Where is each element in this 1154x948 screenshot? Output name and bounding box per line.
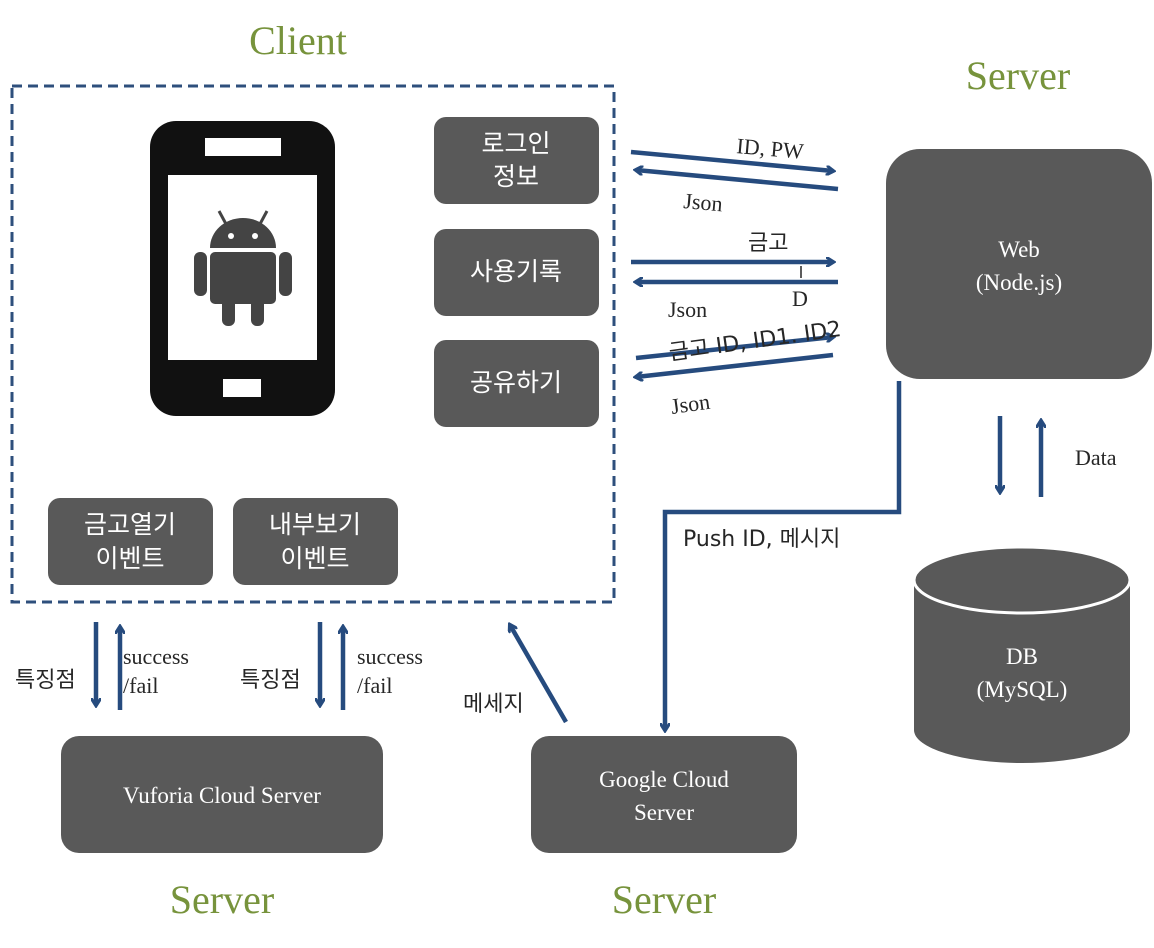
safe-open-label-1: 금고열기: [84, 510, 176, 539]
data-label: Data: [1075, 445, 1117, 470]
web-label-1: Web: [998, 237, 1040, 262]
server-heading-web: Server: [966, 53, 1070, 98]
d-label: D: [792, 286, 808, 311]
inside-view-label-2: 이벤트: [280, 544, 349, 573]
vuforia-server-box: Vuforia Cloud Server: [61, 736, 383, 853]
db-label-1: DB: [1006, 644, 1038, 669]
inside-view-event-button[interactable]: 내부보기 이벤트: [233, 498, 398, 585]
safe-label: 금고: [748, 231, 788, 256]
safe-open-event-button[interactable]: 금고열기 이벤트: [48, 498, 213, 585]
usage-history-button[interactable]: 사용기록: [434, 229, 599, 316]
share-label: 공유하기: [470, 368, 562, 397]
login-info-label-2: 정보: [493, 162, 539, 191]
push-label: Push ID, 메시지: [683, 527, 840, 552]
json-arrow-1: [636, 170, 839, 192]
android-phone-icon: [150, 121, 335, 416]
inside-view-label-1: 내부보기: [269, 510, 361, 539]
client-heading: Client: [249, 18, 347, 63]
client-boundary: [10, 84, 616, 604]
web-server-box: Web (Node.js): [886, 149, 1152, 379]
server-heading-google: Server: [612, 877, 716, 922]
success-label-2a: success: [357, 644, 423, 669]
json-label-3: Json: [669, 389, 711, 419]
google-label-1: Google Cloud: [599, 767, 729, 792]
login-info-button[interactable]: 로그인 정보: [434, 117, 599, 204]
usage-history-label: 사용기록: [470, 257, 562, 286]
json-arrow-3: [636, 352, 834, 377]
login-info-label-1: 로그인: [481, 129, 550, 158]
push-arrow: [665, 381, 902, 730]
success-label-2b: /fail: [357, 673, 392, 698]
share-button[interactable]: 공유하기: [434, 340, 599, 427]
server-heading-vuforia: Server: [170, 877, 274, 922]
success-label-1a: success: [123, 644, 189, 669]
success-label-1b: /fail: [123, 673, 158, 698]
json-label-2: Json: [668, 297, 707, 322]
google-label-2: Server: [634, 800, 694, 825]
google-server-box: Google Cloud Server: [531, 736, 797, 853]
db-label-2: (MySQL): [977, 677, 1068, 702]
vuforia-label: Vuforia Cloud Server: [123, 783, 321, 808]
id-pw-label: ID, PW: [736, 133, 805, 164]
safe-open-label-2: 이벤트: [95, 544, 164, 573]
feature-label-1: 특징점: [15, 668, 76, 693]
feature-label-2: 특징점: [240, 668, 301, 693]
share-request-arrow: [635, 337, 833, 361]
message-arrow: [510, 625, 568, 724]
database-cylinder: DB (MySQL): [912, 545, 1132, 763]
json-label-1: Json: [683, 188, 724, 216]
web-label-2: (Node.js): [976, 270, 1062, 295]
id-pw-arrow: [630, 149, 833, 171]
message-label: 메세지: [463, 692, 524, 717]
